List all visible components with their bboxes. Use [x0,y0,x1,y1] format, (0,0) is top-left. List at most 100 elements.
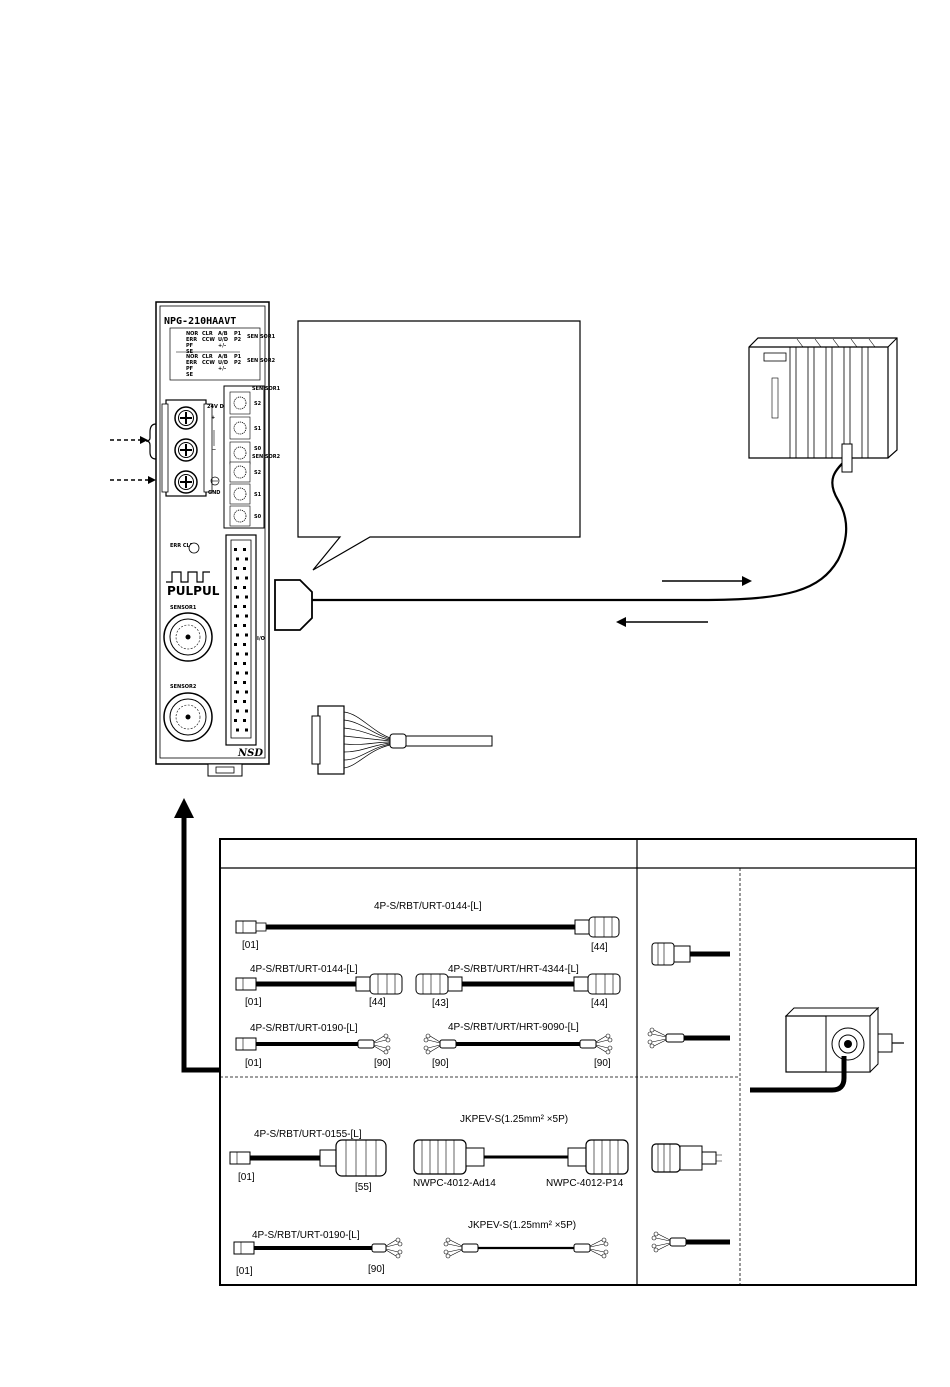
cable-name: 4P-S/RBT/URT-0190-[L] [250,1023,358,1034]
arrow-right-icon [662,576,752,586]
io-pin [236,633,239,637]
io-pin [243,605,246,608]
sensor-connector-flying [647,1027,730,1049]
err-clr-button[interactable] [188,542,200,554]
svg-text:S1: S1 [254,426,262,432]
io-pin [243,662,246,665]
pulse-icon [166,571,210,583]
svg-text:+: + [211,415,215,421]
svg-text:SE: SE [186,372,194,378]
panel-bottom: NOR CLR A/B P1 ERR CCW U/D P2 PF +/- SE … [186,354,276,378]
din-clip [207,763,243,777]
io-pin [234,624,237,627]
io-pin [243,567,246,570]
rotary-switch-icon [229,483,251,505]
terminal-screw [174,470,198,494]
cable-name: 4P-S/RBT/URT/HRT-4344-[L] [448,964,579,975]
terminal-screw [174,406,198,430]
ground-icon [210,476,220,486]
plc-icon [748,337,898,473]
cable-name: 4P-S/RBT/URT-0144-[L] [250,964,358,975]
svg-text:[01]: [01] [238,1172,255,1183]
io-cable [312,459,848,602]
rotary-switch-icon [229,461,251,483]
cable-name: 4P-S/RBT/URT-0190-[L] [252,1230,360,1241]
sensor-connector-flying [651,1231,730,1253]
io-pin [236,652,239,656]
svg-text:S2: S2 [254,401,262,407]
svg-text:CCW: CCW [202,337,215,343]
svg-text:P1: P1 [234,331,242,337]
svg-text:SEN SOR1: SEN SOR1 [247,334,276,340]
svg-text:[90]: [90] [432,1058,449,1069]
callout-bubble [297,320,581,571]
rotary-switch-icon [229,416,251,440]
svg-text:+/-: +/- [218,343,226,349]
io-pins [234,548,248,732]
io-pin [234,681,237,684]
sensor-icon [750,1006,904,1093]
svg-text:[01]: [01] [245,1058,262,1069]
io-pin [243,548,246,551]
svg-text:[90]: [90] [594,1058,611,1069]
svg-text:S2: S2 [254,470,262,476]
io-pin [245,652,248,656]
io-pin [236,690,239,694]
svg-text:[44]: [44] [591,942,608,953]
rotary-switch-icon [229,505,251,527]
svg-text:GND: GND [208,490,220,496]
svg-text:CLR: CLR [202,354,213,360]
io-pin [236,576,239,580]
svg-text:PF: PF [186,343,193,349]
svg-text:−: − [212,447,216,453]
io-pin [245,557,248,561]
svg-text:NOR: NOR [186,331,198,337]
io-pin [245,709,248,713]
svg-text:S0: S0 [254,514,262,520]
io-pin [234,700,237,703]
sensor-connector-large [651,1143,722,1173]
controller-unit: NPG-210HAAVT NOR CLR A/B P1 ERR CCW U/D … [155,301,281,777]
io-pin [236,614,239,618]
svg-text:[43]: [43] [432,998,449,1009]
io-plug [274,579,313,631]
sensor-connector-straight [651,942,730,966]
ribbon-cable-icon [311,705,493,775]
svg-text:CCW: CCW [202,360,215,366]
sensor2-connector [163,692,213,742]
svg-text:NWPC-4012-Ad14: NWPC-4012-Ad14 [413,1178,496,1189]
svg-text:SE: SE [186,349,194,355]
cable-row3a [235,1033,391,1055]
io-pin [234,567,237,570]
svg-text:+/-: +/- [218,366,226,372]
svg-text:SEN SOR2: SEN SOR2 [247,358,276,364]
io-pin [236,557,239,561]
svg-text:P2: P2 [234,360,242,366]
io-pin [236,709,239,713]
svg-text:ERR: ERR [186,337,197,343]
indicator-panel [169,327,261,381]
svg-text:A/B: A/B [218,354,228,360]
cable-row4-jk [413,1139,629,1175]
svg-text:NWPC-4012-P14: NWPC-4012-P14 [546,1178,624,1189]
io-pin [245,633,248,637]
svg-text:U/D: U/D [218,337,228,343]
cable-row5-jk [443,1237,609,1259]
cable-name: 4P-S/RBT/URT/HRT-9090-[L] [448,1022,579,1033]
io-pin [234,586,237,589]
io-label: I/O [257,636,265,642]
io-pin [243,700,246,703]
svg-text:[44]: [44] [591,998,608,1009]
svg-text:[01]: [01] [245,997,262,1008]
sensor-cable-arrow [181,816,220,1073]
svg-text:P1: P1 [234,354,242,360]
sensor1-connector [163,612,213,662]
cable-row2b [415,973,621,995]
cable-row2a [235,973,403,995]
brand-label: PULPUL [167,584,220,598]
io-connector [225,534,257,746]
io-pin [243,681,246,684]
io-pin [245,576,248,580]
svg-text:NOR: NOR [186,354,198,360]
